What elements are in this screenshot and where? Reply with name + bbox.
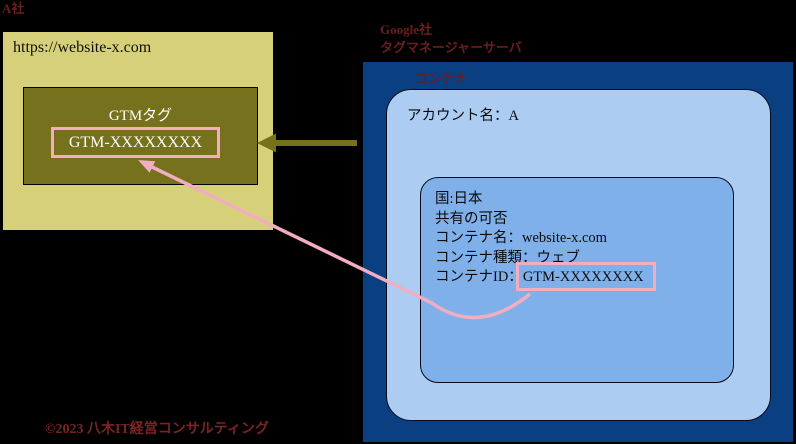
container-properties: 国:日本 共有の可否 コンテナ名：website-x.com コンテナ種類：ウェ… bbox=[435, 190, 725, 288]
website-url-text: https://website-x.com bbox=[13, 39, 152, 56]
gtm-tag-id-box: GTM-XXXXXXXX bbox=[51, 127, 220, 158]
container-annotation-label: コンテナ bbox=[415, 71, 468, 86]
container-country: 国:日本 bbox=[435, 191, 483, 207]
container-name: コンテナ名：website-x.com bbox=[435, 230, 607, 246]
company-a-label: A社 bbox=[2, 1, 25, 16]
container-id-line: コンテナID：GTM-XXXXXXXX bbox=[435, 268, 725, 288]
gtm-tag-title: GTMタグ bbox=[108, 108, 173, 124]
container-id-label: コンテナID： bbox=[435, 269, 523, 285]
container-id-value-highlighted: GTM-XXXXXXXX bbox=[522, 269, 644, 285]
account-name-text: アカウント名：A bbox=[407, 108, 519, 124]
google-company-label: Google社 bbox=[380, 22, 432, 37]
copyright-text: ©2023 八木IT経営コンサルティング bbox=[45, 422, 269, 437]
container-sharing: 共有の可否 bbox=[435, 210, 508, 227]
gtm-tag-id-text: GTM-XXXXXXXX bbox=[68, 133, 203, 151]
tag-manager-server-label: タグマネージャーサーバ bbox=[380, 40, 522, 55]
